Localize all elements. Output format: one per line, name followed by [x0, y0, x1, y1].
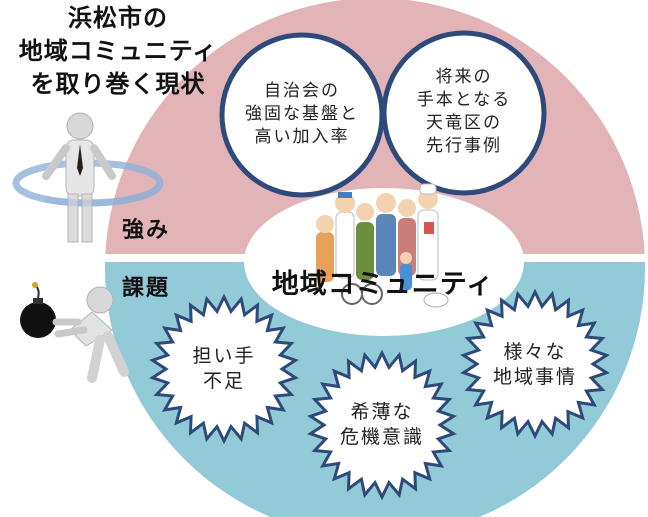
strength-label: 強み	[122, 218, 171, 243]
strength-circle-2	[381, 30, 547, 196]
person-pushing-bomb-icon	[20, 282, 129, 383]
person-with-ring-icon	[12, 112, 164, 243]
center-label: 地域コミュニティ	[271, 269, 495, 300]
strength-item-2-text: 将来の 手本となる 天竜区の 先行事例	[416, 67, 512, 156]
issue-starburst-2	[307, 349, 457, 501]
issue-starburst-3	[460, 288, 610, 440]
title-line-3: を取り巻く現状	[30, 70, 206, 98]
community-people-illustration	[316, 183, 449, 308]
title-line-1: 浜松市の	[68, 4, 168, 32]
issue-item-2-text: 希薄な 危機意識	[339, 401, 424, 448]
title-line-2: 地域コミュニティ	[18, 37, 218, 65]
strength-item-1-text: 自治会の 強固な基盤と 高い加入率	[245, 81, 359, 147]
issue-starburst-1	[149, 293, 299, 445]
issue-label: 課題	[122, 276, 171, 301]
page-title: 浜松市の 地域コミュニティ を取り巻く現状	[0, 2, 236, 101]
issue-item-1-text: 担い手 不足	[192, 345, 256, 392]
issue-item-3-text: 様々な 地域事情	[492, 341, 577, 388]
